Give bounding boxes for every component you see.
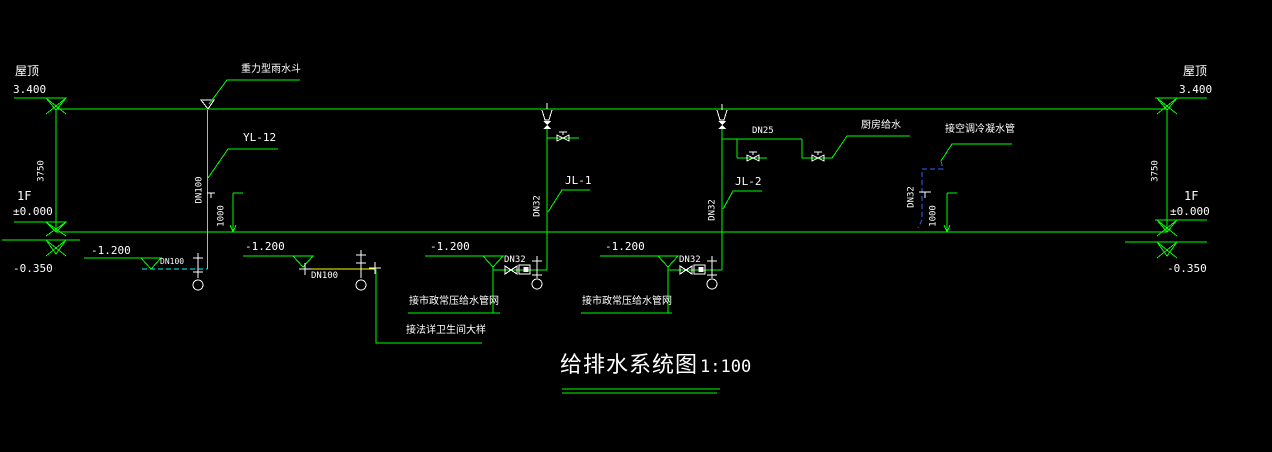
jl1-gate-valve-icon: [504, 265, 518, 275]
left-elevation-markers: [2, 97, 80, 257]
jl1-id: JL-1: [565, 174, 592, 187]
supply-main-dn: DN100: [311, 271, 339, 281]
jl1-meter-dn: DN32: [504, 255, 526, 265]
left-floor-level: ±0.000: [13, 205, 53, 218]
left-roof-name: 屋顶: [15, 64, 40, 78]
jl2-water-meter-icon: [693, 264, 706, 275]
jl2-level: -1.200: [605, 240, 645, 253]
right-below-level: -0.350: [1167, 262, 1207, 275]
kitchen-label: 厨房给水: [861, 120, 901, 131]
right-floor-name: 1F: [1184, 189, 1199, 203]
left-roof-level: 3.400: [13, 83, 47, 96]
kitchen-tap-symbol-1: [746, 151, 760, 162]
rain-funnel-symbol: [199, 99, 215, 110]
jl2-municipal-leader-line: [581, 267, 672, 314]
rain-riser-id: YL-12: [243, 131, 277, 144]
right-elevation-markers: [1125, 97, 1207, 259]
left-below-level: -0.350: [13, 262, 53, 275]
condensate-pipe: [917, 160, 944, 229]
jl1-level-marker: [425, 255, 505, 268]
rain-check-height: 1000: [216, 205, 227, 227]
toilet-note: 接法详卫生间大样: [406, 325, 486, 336]
condensate-leader-line: [940, 143, 1012, 162]
supply-main-outlet-symbol: [355, 250, 367, 291]
condensate-dn: DN32: [906, 186, 917, 208]
jl2-outlet-symbol: [706, 256, 718, 290]
kitchen-branch-pipe: [722, 135, 910, 159]
rain-outlet-symbol: [192, 253, 204, 291]
drawing-title-scale: 1:100: [700, 357, 752, 377]
jl1-source-note: 接市政常压给水管网: [409, 296, 499, 307]
jl1-level: -1.200: [430, 240, 470, 253]
rain-buried-dn: DN100: [160, 257, 185, 266]
rain-riser-leader-line: [207, 148, 278, 179]
toilet-branch-line: [375, 269, 482, 344]
left-floor-name: 1F: [17, 189, 32, 203]
condensate-label: 接空调冷凝水管: [945, 124, 1015, 135]
rain-riser-dn: DN100: [194, 176, 205, 204]
jl1-vent-valve-symbol: [541, 109, 553, 129]
rain-level: -1.200: [91, 244, 131, 257]
rain-check-height-dimension: [229, 192, 243, 233]
left-story-height: 3750: [36, 160, 47, 182]
jl1-tap-symbol: [556, 131, 570, 142]
jl2-meter-dn: DN32: [679, 255, 701, 265]
right-roof-level: 3.400: [1179, 83, 1213, 96]
jl2-source-note: 接市政常压给水管网: [582, 296, 672, 307]
right-story-height: 3750: [1150, 160, 1161, 182]
rain-funnel-label: 重力型雨水斗: [241, 64, 301, 75]
condensate-height-dimension: [943, 192, 957, 233]
supply-main-level: -1.200: [245, 240, 285, 253]
right-floor-level: ±0.000: [1170, 205, 1210, 218]
supply-main-joint-crosses: [299, 262, 381, 275]
drawing-title-text: 给排水系统图: [560, 353, 699, 378]
jl1-water-meter-icon: [518, 264, 531, 275]
jl1-riser-dn: DN32: [532, 195, 543, 217]
drawing-title: 给排水系统图 1:100: [560, 353, 751, 379]
jl1-outlet-symbol: [531, 256, 543, 290]
jl1-leader-line: [547, 189, 590, 213]
right-roof-name: 屋顶: [1183, 64, 1208, 78]
rain-level-marker: [84, 257, 163, 270]
kitchen-tap-symbol-2: [811, 151, 825, 162]
jl2-riser-dn: DN32: [707, 199, 718, 221]
kitchen-branch-dn: DN25: [752, 126, 774, 136]
jl1-municipal-leader-line: [408, 267, 500, 314]
condensate-outlet-height: 1000: [928, 205, 939, 227]
rain-funnel-leader-line: [208, 79, 300, 105]
jl2-id: JL-2: [735, 175, 762, 188]
jl2-vent-valve-symbol: [716, 109, 728, 129]
title-underline: [562, 388, 720, 394]
supply-main-level-marker: [243, 255, 315, 268]
jl2-gate-valve-icon: [679, 265, 693, 275]
jl2-level-marker: [600, 255, 680, 268]
condensate-outlet-icon: [919, 191, 931, 198]
rain-check-port-icon: [207, 192, 215, 198]
jl2-leader-line: [722, 190, 762, 210]
